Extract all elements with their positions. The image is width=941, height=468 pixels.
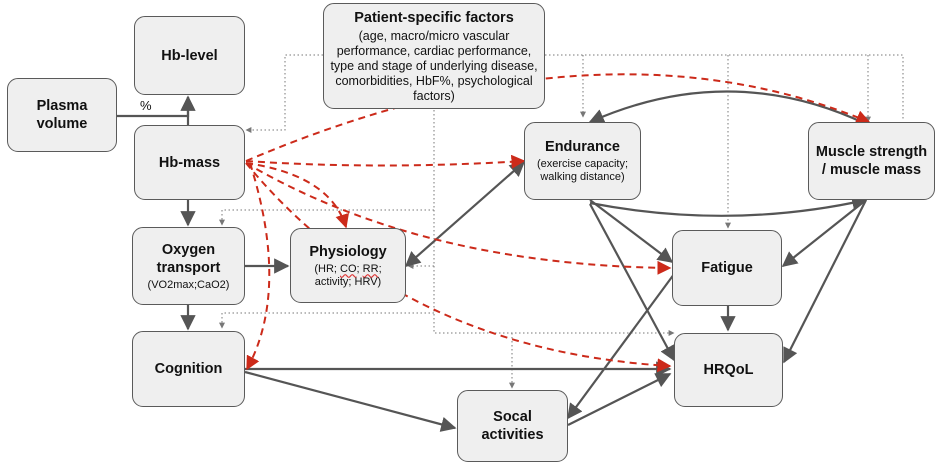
cognition-title: Cognition: [154, 361, 223, 377]
physiology-sub-part-3: ;: [356, 262, 363, 275]
patient-factors-subtitle: (age, macro/micro vascular performance, …: [330, 28, 538, 103]
physiology-sub-part-1: (HR;: [314, 262, 341, 275]
cognition-node: Cognition: [132, 331, 245, 407]
endurance-title: Endurance: [545, 139, 620, 155]
oxygen-title: Oxygen transport: [156, 241, 221, 276]
arrow-muscle-to-hrqol: [783, 199, 867, 364]
arrow-endurance-to-fatigue: [589, 199, 674, 263]
physiology-sub-part-2: CO: [340, 262, 357, 275]
arrow-fatigue-to-social: [567, 265, 681, 420]
oxygen-subtitle: (VO2max;CaO2): [147, 278, 230, 291]
social-activities-node: Socal activities: [457, 390, 568, 462]
physiology-node: Physiology (HR; CO; RR; activity; HRV): [290, 228, 406, 303]
hrqol-title: HRQoL: [703, 362, 754, 378]
physiology-subtitle: (HR; CO; RR; activity; HRV): [301, 263, 395, 289]
arrow-muscle-to-fatigue: [781, 199, 867, 267]
oxygen-transport-node: Oxygen transport (VO2max;CaO2): [132, 227, 245, 305]
physiology-sub-part-5: ; activity; HRV): [314, 262, 382, 288]
red-hbmass-to-hrqol: [245, 162, 672, 373]
muscle-title: Muscle strength / muscle mass: [815, 144, 928, 178]
muscle-strength-node: Muscle strength / muscle mass: [808, 122, 935, 200]
physiology-sub-part-4: RR: [362, 262, 379, 275]
arrow-physiology-endurance: [404, 160, 526, 268]
dotted-pf-top-rail: [545, 54, 904, 120]
fatigue-node: Fatigue: [672, 230, 782, 306]
plasma-volume-node: Plasma volume: [7, 78, 117, 152]
endurance-node: Endurance (exercise capacity; walking di…: [524, 122, 641, 200]
patient-specific-factors-node: Patient-specific factors (age, macro/mic…: [323, 3, 545, 109]
red-hbmass-to-physiology: [245, 162, 349, 229]
hb-level-title: Hb-level: [161, 47, 218, 64]
red-hbmass-to-fatigue: [245, 162, 672, 275]
plasma-volume-title: Plasma volume: [36, 98, 88, 132]
physiology-title: Physiology: [309, 243, 387, 260]
arrow-cognition-to-social: [244, 370, 457, 432]
dotted-pf-to-hbmass: [245, 54, 323, 133]
arrow-endurance-to-hrqol: [589, 203, 675, 362]
patient-factors-title: Patient-specific factors: [354, 9, 514, 26]
hb-level-node: Hb-level: [134, 16, 245, 95]
hb-mass-title: Hb-mass: [158, 154, 221, 171]
endurance-subtitle: (exercise capacity; walking distance): [536, 158, 629, 183]
arrow-endurance-muscle-upper: [588, 90, 867, 125]
fatigue-title: Fatigue: [701, 260, 753, 276]
arrow-plasma-to-hblevel: [117, 95, 195, 118]
arrow-endurance-muscle-lower: [589, 195, 868, 217]
red-hbmass-to-endurance: [245, 154, 526, 169]
dotted-to-cognition: [219, 312, 434, 329]
hrqol-node: HRQoL: [674, 333, 783, 407]
hb-mass-node: Hb-mass: [134, 125, 245, 200]
percent-label: %: [140, 98, 152, 113]
arrow-social-to-hrqol: [567, 373, 672, 426]
dotted-to-oxygen: [219, 209, 434, 226]
social-title: Socal activities: [481, 409, 544, 443]
